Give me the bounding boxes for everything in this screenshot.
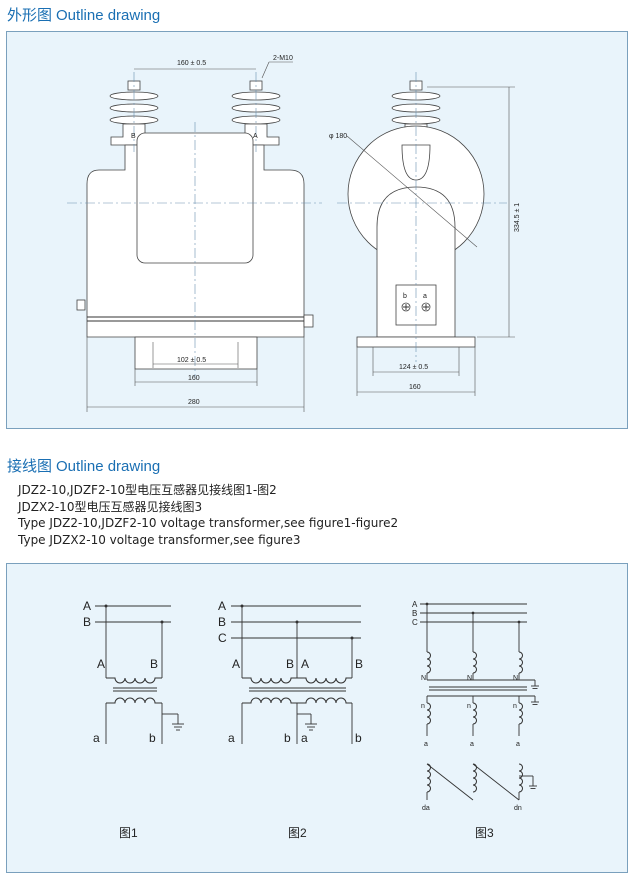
dim-102: 102 ± 0.5 <box>177 357 206 364</box>
description-line: Type JDZX2-10 voltage transformer,see fi… <box>18 532 301 547</box>
front-terminal-b: B <box>131 133 136 140</box>
dim-160-top: 160 ± 0.5 <box>177 60 206 67</box>
figure-1: A B A B a b 图1 <box>83 599 184 840</box>
outline-drawing-panel: 160 ± 0.5 2-M10 B A 102 ± 0.5 160 280 b … <box>6 31 628 429</box>
fig2-secondary-a2: a <box>301 731 308 745</box>
wiring-diagrams: A B A B a b 图1 A B C <box>83 599 539 840</box>
dim-160-base: 160 <box>188 375 200 382</box>
side-terminal-a: a <box>423 293 427 300</box>
fig1-secondary-b: b <box>149 731 156 745</box>
fig3-label-C: C <box>412 618 418 627</box>
fig1-primary-A: A <box>97 657 105 671</box>
fig1-caption: 图1 <box>119 826 138 840</box>
fig3-caption: 图3 <box>475 826 494 840</box>
dim-thread: 2-M10 <box>273 55 293 62</box>
fig2-primary1-B: B <box>286 657 294 671</box>
fig2-label-B: B <box>218 615 226 629</box>
dim-160-side: 160 <box>409 384 421 391</box>
side-terminal-b: b <box>403 293 407 300</box>
fig3-n1: n <box>421 703 425 710</box>
fig3-a2: a <box>470 741 474 748</box>
fig2-label-A: A <box>218 599 226 613</box>
fig3-label-B: B <box>412 609 417 618</box>
fig3-N3: N <box>513 675 518 682</box>
fig3-dn: dn <box>514 805 522 812</box>
figure-2: A B C A B A B a b a b 图2 <box>218 599 363 840</box>
fig3-N2: N <box>467 675 472 682</box>
dim-height: 334.5 ± 1 <box>514 203 521 232</box>
fig2-caption: 图2 <box>288 826 307 840</box>
wiring-title-zh: 接线图 <box>7 457 53 475</box>
fig3-a1: a <box>424 741 428 748</box>
fig1-secondary-a: a <box>93 731 100 745</box>
dim-diameter: φ 180 <box>329 133 347 140</box>
wiring-description: JDZ2-10,JDZF2-10型电压互感器见接线图1-图2 JDZX2-10型… <box>18 482 398 548</box>
fig3-N1: N <box>421 675 426 682</box>
wiring-panel: A B A B a b 图1 A B C <box>6 563 628 873</box>
front-terminal-a: A <box>253 133 258 140</box>
fig2-label-C: C <box>218 631 227 645</box>
fig1-label-B: B <box>83 615 91 629</box>
fig2-secondary-b: b <box>284 731 291 745</box>
description-line: JDZ2-10,JDZF2-10型电压互感器见接线图1-图2 <box>18 483 277 497</box>
fig3-n3: n <box>513 703 517 710</box>
fig3-da: da <box>422 805 430 812</box>
fig2-secondary-a: a <box>228 731 235 745</box>
outline-title-zh: 外形图 <box>7 6 53 24</box>
outline-drawing: 160 ± 0.5 2-M10 B A 102 ± 0.5 160 280 b … <box>67 55 521 412</box>
fig1-primary-B: B <box>150 657 158 671</box>
fig2-primary2-B: B <box>355 657 363 671</box>
fig3-a3: a <box>516 741 520 748</box>
fig3-n2: n <box>467 703 471 710</box>
description-line: JDZX2-10型电压互感器见接线图3 <box>18 499 203 514</box>
fig2-secondary-b2: b <box>355 731 362 745</box>
dim-280: 280 <box>188 399 200 406</box>
dim-124: 124 ± 0.5 <box>399 364 428 371</box>
fig1-label-A: A <box>83 599 91 613</box>
outline-title-en: Outline drawing <box>56 7 161 24</box>
front-base <box>134 336 258 370</box>
fig2-primary2-A: A <box>301 657 309 671</box>
figure-3: A B C N N N n n n <box>412 600 539 840</box>
fig2-primary1-A: A <box>232 657 240 671</box>
fig3-label-A: A <box>412 600 418 609</box>
description-line: Type JDZ2-10,JDZF2-10 voltage transforme… <box>18 516 399 530</box>
wiring-title-en: Outline drawing <box>56 458 161 475</box>
